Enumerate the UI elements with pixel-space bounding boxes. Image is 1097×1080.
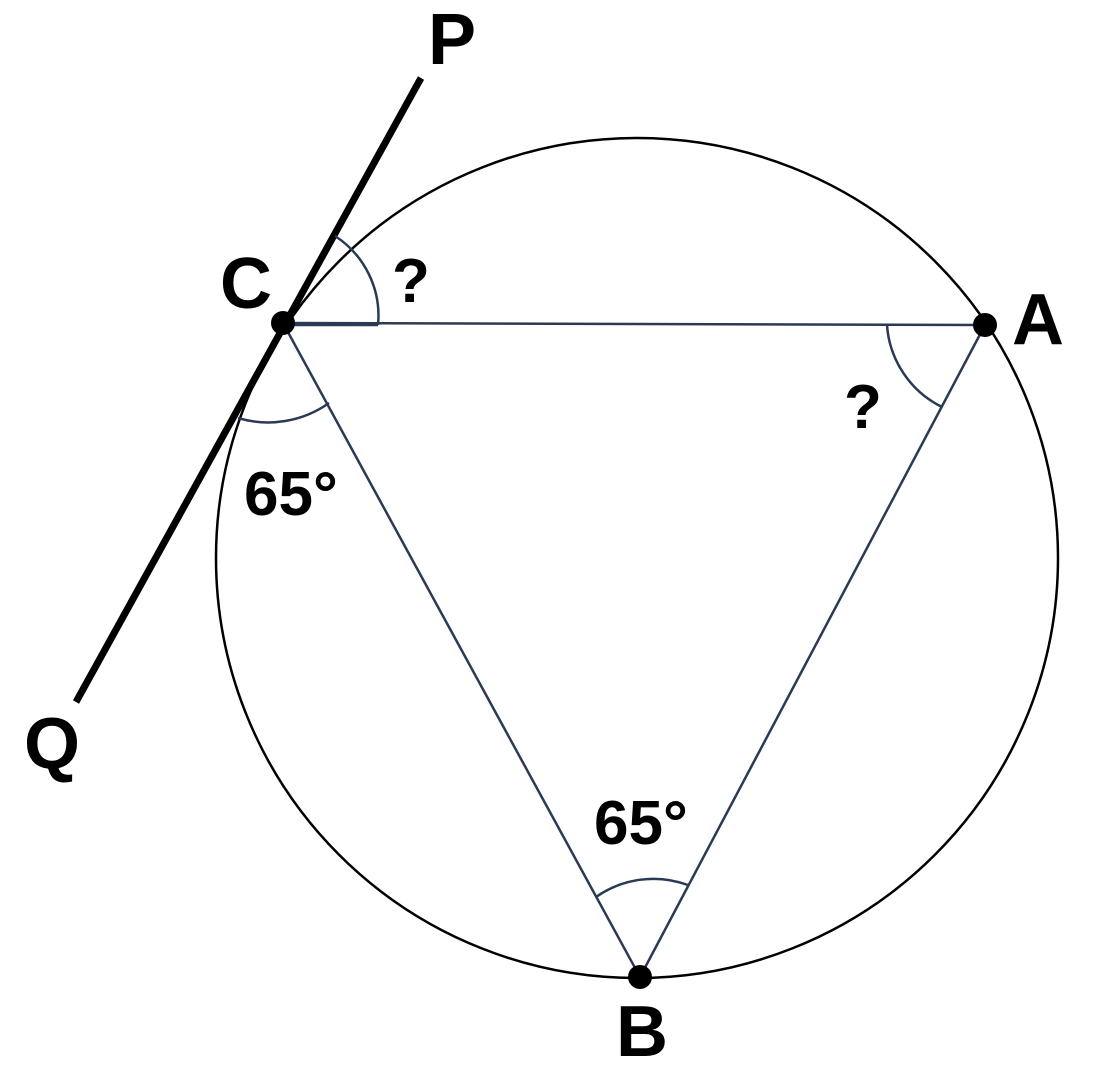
tangent-line-pq — [72, 76, 425, 704]
angle-label-qcb: 65° — [244, 460, 338, 529]
label-q: Q — [24, 704, 80, 784]
side-ca — [282, 321, 986, 327]
label-b: B — [616, 992, 668, 1072]
angle-label-cba: 65° — [594, 789, 688, 858]
point-a — [973, 313, 997, 337]
point-b — [628, 965, 652, 989]
point-c — [271, 311, 295, 335]
side-cb — [281, 322, 642, 978]
angle-arc-cab — [885, 324, 943, 409]
side-ab — [638, 324, 987, 978]
label-c: C — [220, 244, 272, 324]
label-a: A — [1012, 280, 1064, 360]
angle-label-pca: ? — [392, 247, 430, 316]
angle-arc-cba — [595, 877, 689, 899]
label-p: P — [428, 0, 476, 80]
angle-arc-pca — [334, 234, 380, 326]
angle-label-cab: ? — [844, 373, 882, 442]
angle-arc-qcb — [237, 401, 330, 424]
